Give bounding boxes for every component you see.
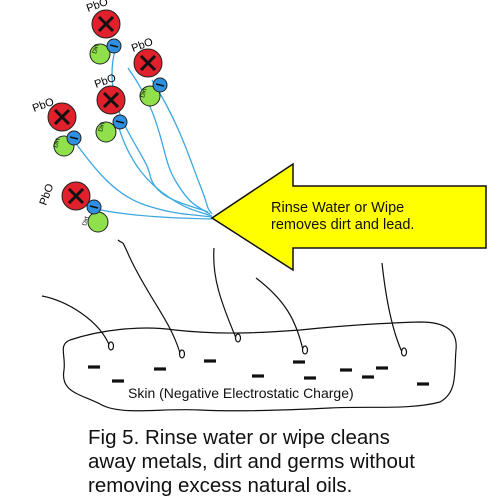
dirt-label: Dirt (98, 122, 106, 133)
water-strand (151, 79, 213, 215)
hairs (41, 239, 408, 359)
dirt-label: Dirt (92, 44, 100, 55)
dirt-label: Dirt (140, 88, 148, 99)
plus-icon (102, 91, 120, 109)
hair (381, 262, 403, 353)
skin-outline (62, 321, 457, 412)
rinse-arrow: Rinse Water or Wipe removes dirt and lea… (210, 162, 487, 272)
hair (41, 295, 111, 348)
hair (255, 277, 304, 351)
plus-icon (97, 15, 115, 33)
water-strand (91, 207, 213, 220)
lead-dirt-particle: PbO Dirt (85, 0, 122, 65)
skin-label: Skin (Negative Electrostatic Charge) (128, 385, 354, 401)
arrow-text-line1: Rinse Water or Wipe (271, 200, 404, 216)
negative-charges (88, 359, 429, 386)
plus-icon (139, 54, 157, 72)
germ-ball (139, 85, 161, 107)
hair-follicle (178, 349, 186, 359)
minus-icon (115, 120, 125, 124)
hair (213, 247, 237, 339)
plus-icon (67, 187, 85, 205)
plus-icon (53, 108, 71, 126)
hair-follicle (400, 347, 408, 357)
hair-follicle (301, 345, 309, 355)
figure-caption: Fig 5. Rinse water or wipe cleans away m… (88, 426, 488, 498)
minus-icon (89, 205, 99, 209)
arrow-shape (210, 162, 487, 272)
water-strand (127, 67, 211, 215)
germ-ball (87, 211, 109, 233)
lead-dirt-particle: PbO Dirt (93, 72, 128, 143)
pbo-label: PbO (38, 182, 57, 207)
dirt-label: Dirt (53, 138, 61, 149)
water-strand (111, 49, 209, 213)
hair-follicle (234, 333, 242, 343)
minus-icon (69, 136, 79, 140)
arrow-text-line2: removes dirt and lead. (271, 217, 414, 233)
minus-icon (155, 83, 165, 87)
skin: Skin (Negative Electrostatic Charge) (62, 321, 457, 412)
germ-ball (89, 43, 111, 65)
minus-icon (109, 44, 119, 48)
lead-dirt-particle: PbO Dirt (130, 36, 168, 107)
germ-ball (95, 121, 117, 143)
lead-dirt-particle: PbO Dirt (38, 181, 109, 233)
lead-dirt-particle: PbO Dirt (31, 96, 82, 157)
caption-line: away metals, dirt and germs without (88, 450, 415, 473)
dirt-label: Dirt (82, 216, 90, 227)
water-strand (71, 137, 213, 218)
hair-follicle (107, 341, 115, 351)
caption-line: Fig 5. Rinse water or wipe cleans (88, 426, 390, 449)
caption-line: removing excess natural oils. (88, 474, 353, 497)
water-strand (117, 124, 213, 217)
hair (117, 239, 181, 354)
